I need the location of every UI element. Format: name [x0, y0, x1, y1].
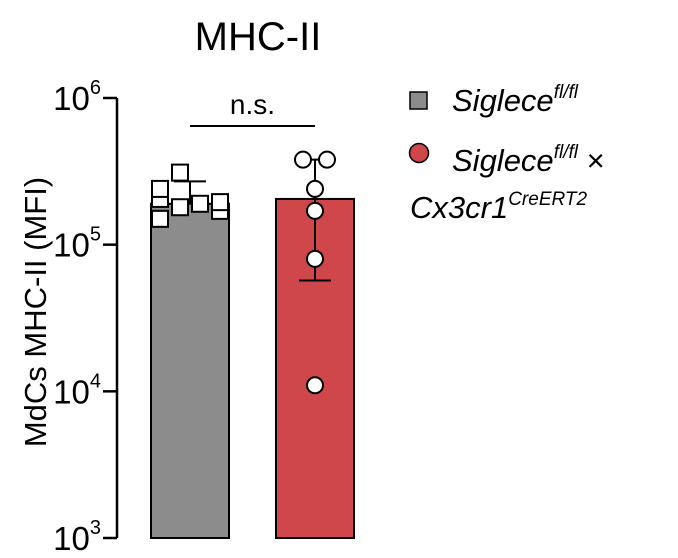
- legend-label-1: Siglecefl/fl: [452, 82, 579, 118]
- bar-siglece-flfl: [150, 202, 230, 539]
- data-point: [211, 193, 229, 212]
- legend-swatch-circle: [408, 142, 430, 164]
- data-point: [171, 163, 189, 182]
- legend-label-2: Siglecefl/fl ×: [452, 142, 605, 178]
- legend-swatch-square: [409, 91, 428, 110]
- data-point: [306, 179, 324, 198]
- data-point: [306, 249, 324, 268]
- significance-label: n.s.: [230, 89, 275, 120]
- data-point: [294, 150, 312, 169]
- y-tick-label: 105: [53, 224, 101, 264]
- y-tick-label: 103: [53, 517, 101, 557]
- data-point: [306, 201, 324, 220]
- legend-label-2-line2: Cx3cr1CreERT2: [410, 189, 587, 225]
- y-tick-label: 104: [53, 370, 101, 410]
- chart-title: MHC-II: [195, 15, 322, 59]
- y-axis-label: MdCs MHC-II (MFI): [18, 177, 53, 447]
- data-point: [151, 209, 169, 228]
- data-point: [306, 376, 324, 395]
- data-point: [171, 198, 189, 217]
- y-tick-label: 106: [53, 77, 101, 117]
- data-point: [318, 150, 336, 169]
- data-point: [191, 194, 209, 213]
- data-point: [151, 179, 169, 198]
